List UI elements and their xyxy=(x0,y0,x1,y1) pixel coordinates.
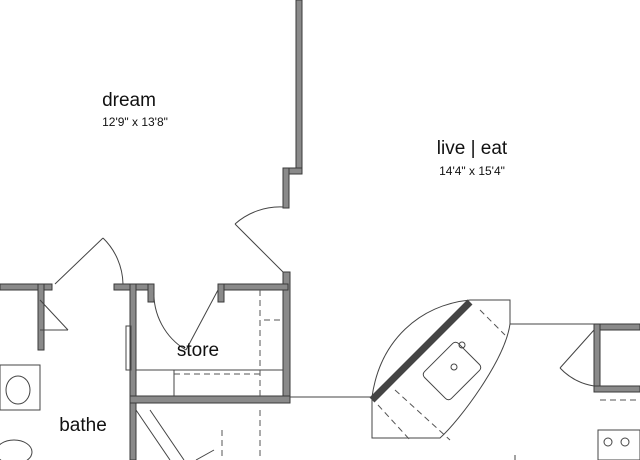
door-store xyxy=(153,289,219,351)
room-dimensions-dream: 12'9" x 13'8" xyxy=(102,115,168,129)
room-label-bathe: bathe xyxy=(59,415,107,436)
sink-bath xyxy=(5,375,31,405)
fixtures xyxy=(0,206,640,460)
room-label-live-eat: live | eat xyxy=(437,138,508,159)
stove xyxy=(597,429,640,460)
toilet xyxy=(0,439,33,460)
room-label-store: store xyxy=(177,340,219,361)
door-dream xyxy=(234,206,284,273)
kitchen-counter xyxy=(371,299,511,439)
room-dimensions-live-eat: 14'4" x 15'4" xyxy=(439,164,505,178)
room-label-dream: dream xyxy=(102,90,156,111)
door-bath xyxy=(54,237,124,285)
door-right xyxy=(559,329,595,387)
sink xyxy=(422,341,482,401)
door-bath-inner xyxy=(39,299,69,331)
